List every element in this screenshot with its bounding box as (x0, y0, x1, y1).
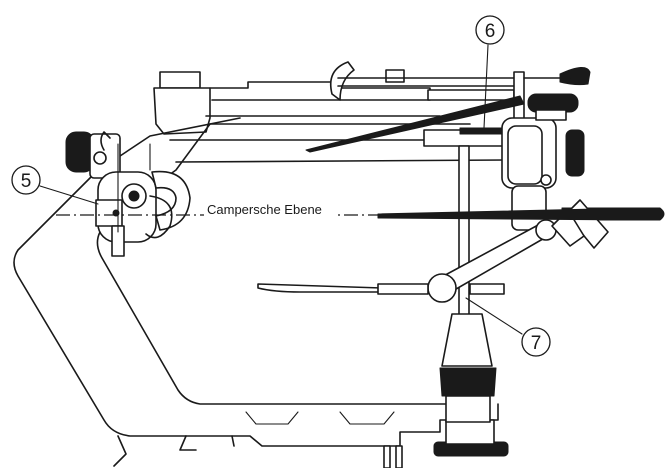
upper-body-top (209, 81, 431, 101)
callout-7-circle (521, 327, 551, 357)
callout-7: 7 (465, 297, 551, 357)
callout-6: 6 (475, 15, 505, 129)
arm-ball-lower (427, 273, 457, 303)
top-clip (329, 61, 355, 101)
top-tower (153, 87, 211, 135)
left-frame-dash (117, 143, 151, 233)
right-condyle-window (507, 125, 543, 185)
right-condyle-pin (540, 174, 552, 186)
left-condyle (65, 131, 191, 257)
camper-plane: Campersche Ebene (56, 202, 380, 219)
callout-7-number: 7 (531, 333, 542, 354)
left-condyle-center (128, 190, 140, 202)
callout-6-leader (483, 44, 489, 129)
base-tab-mid (339, 411, 395, 425)
plane-label-bg (204, 203, 338, 219)
support-column-base (445, 395, 491, 423)
lower-frame (13, 171, 509, 469)
callout-7-leader (465, 297, 523, 335)
base-tab-left (245, 411, 299, 425)
right-assembly (257, 93, 665, 423)
right-knob-side (565, 129, 585, 177)
upper-wedge-bar (305, 95, 525, 153)
top-block (427, 89, 515, 101)
callout-5-number: 5 (21, 171, 32, 192)
bite-fork (257, 283, 383, 293)
callout-5: 5 (11, 165, 99, 205)
callout-5-leader (39, 185, 99, 205)
left-pivot-small (93, 151, 107, 165)
callout-6-circle (475, 15, 505, 45)
right-guide-bar (459, 127, 507, 135)
top-pin (385, 69, 405, 83)
arm-ball-upper (535, 219, 557, 241)
lower-wedge-bar (377, 207, 643, 221)
incisal-collar (469, 283, 505, 295)
callout-5-circle (11, 165, 41, 195)
support-column-grip (439, 367, 497, 397)
callout-6-number: 6 (485, 21, 496, 42)
support-column (441, 313, 493, 367)
left-spring-loop (145, 195, 173, 239)
left-lever (100, 131, 111, 151)
base-pin-right (395, 445, 403, 469)
base-front (113, 435, 235, 467)
top-rod (337, 77, 521, 87)
top-knob (559, 67, 591, 86)
right-knob-neck (535, 109, 567, 121)
top-tower-cap (159, 71, 201, 89)
plane-bars (305, 95, 643, 221)
base-pin-left (383, 445, 391, 469)
bite-fork-holder (377, 283, 429, 295)
plane-label: Campersche Ebene (207, 202, 322, 217)
lower-arm-inner (96, 195, 447, 405)
support-foot (445, 419, 495, 445)
